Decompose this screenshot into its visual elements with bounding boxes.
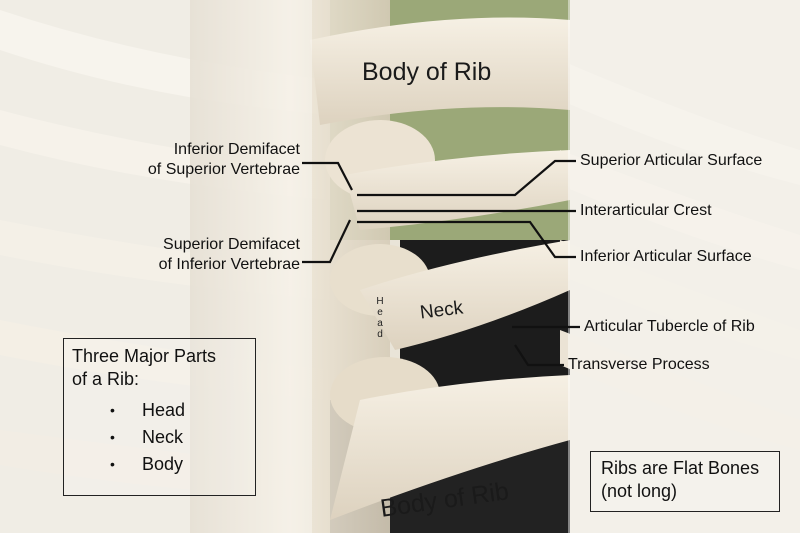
leader-superior-demifacet — [302, 219, 351, 264]
rib-parts-list: •Head •Neck •Body — [72, 397, 247, 478]
flat-bones-note-line1: Ribs are Flat Bones — [601, 458, 760, 478]
inferior-articular-surface-label: Inferior Articular Surface — [580, 248, 752, 265]
transverse-process-label: Transverse Process — [568, 356, 710, 373]
leader-inferior-demifacet — [302, 161, 353, 191]
bullet-icon: • — [110, 429, 115, 445]
superior-demifacet-label: Superior Demifacet of Inferior Vertebrae — [100, 235, 300, 275]
superior-demifacet-line1: Superior Demifacet — [163, 236, 300, 253]
leader-superior-articular-surface — [357, 159, 576, 197]
flat-bones-note-box: Ribs are Flat Bones (not long) — [590, 451, 780, 512]
rib-parts-title-line1: Three Major Parts — [72, 346, 217, 366]
bullet-icon: • — [110, 402, 115, 418]
rib-parts-title-line2: of a Rib: — [72, 369, 140, 389]
flat-bones-note-line2: (not long) — [601, 481, 678, 501]
articular-tubercle-label: Articular Tubercle of Rib — [584, 318, 755, 335]
rib-parts-item-neck: •Neck — [72, 424, 247, 451]
inferior-demifacet-line1: Inferior Demifacet — [173, 141, 300, 158]
body-of-rib-label-top: Body of Rib — [362, 58, 492, 86]
inferior-demifacet-label: Inferior Demifacet of Superior Vertebrae — [100, 140, 300, 180]
rib-parts-item-body: •Body — [72, 451, 247, 478]
head-label: Head — [376, 296, 384, 340]
leader-inferior-articular-surface — [357, 220, 576, 259]
interarticular-crest-label: Interarticular Crest — [580, 202, 712, 219]
inferior-demifacet-line2: of Superior Vertebrae — [147, 161, 300, 178]
rib-parts-item-head: •Head — [72, 397, 247, 424]
superior-articular-surface-label: Superior Articular Surface — [580, 152, 763, 169]
bullet-icon: • — [110, 456, 115, 472]
superior-demifacet-line2: of Inferior Vertebrae — [158, 256, 300, 273]
rib-parts-box: Three Major Parts of a Rib: •Head •Neck … — [63, 338, 256, 496]
leader-transverse-process — [514, 344, 564, 367]
